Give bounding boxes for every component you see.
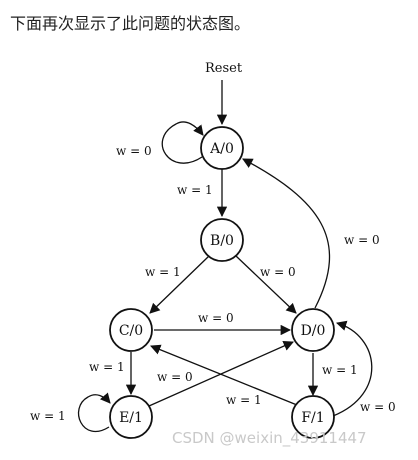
state-d-label: D/0 xyxy=(301,323,326,339)
edge-label-e-d: w = 0 xyxy=(157,370,193,384)
state-f-label: F/1 xyxy=(301,410,324,426)
edge-label-d-a: w = 0 xyxy=(344,233,380,247)
edge-f-c xyxy=(150,344,298,406)
state-c-label: C/0 xyxy=(119,323,143,339)
edge-label-e-self: w = 1 xyxy=(30,409,66,423)
watermark: CSDN @weixin_43911447 xyxy=(172,429,367,447)
state-a: A/0 xyxy=(200,126,244,170)
state-f: F/1 xyxy=(291,395,335,439)
reset-label: Reset xyxy=(205,61,243,76)
edge-label-c-e: w = 1 xyxy=(89,360,125,374)
state-e: E/1 xyxy=(109,395,153,439)
edge-b-c xyxy=(149,255,210,314)
state-e-label: E/1 xyxy=(119,410,143,426)
edge-f-d xyxy=(332,320,373,417)
edge-label-f-c: w = 1 xyxy=(226,393,262,407)
edge-b-d xyxy=(235,255,297,314)
page-heading: 下面再次显示了此问题的状态图。 xyxy=(10,14,251,33)
edge-d-a xyxy=(242,158,331,309)
edge-label-b-d: w = 0 xyxy=(260,265,296,279)
edge-label-a-self: w = 0 xyxy=(116,144,152,158)
edge-e-self xyxy=(77,392,111,433)
edge-label-f-d: w = 0 xyxy=(360,400,396,414)
edge-label-a-b: w = 1 xyxy=(177,183,213,197)
state-d: D/0 xyxy=(291,308,335,352)
edge-label-c-d: w = 0 xyxy=(198,311,234,325)
edge-label-d-f: w = 1 xyxy=(322,363,358,377)
state-a-label: A/0 xyxy=(209,141,234,157)
state-b-label: B/0 xyxy=(210,233,234,249)
edge-a-self xyxy=(161,121,204,164)
state-b: B/0 xyxy=(200,218,244,262)
edge-label-b-c: w = 1 xyxy=(145,265,181,279)
state-c: C/0 xyxy=(109,308,153,352)
